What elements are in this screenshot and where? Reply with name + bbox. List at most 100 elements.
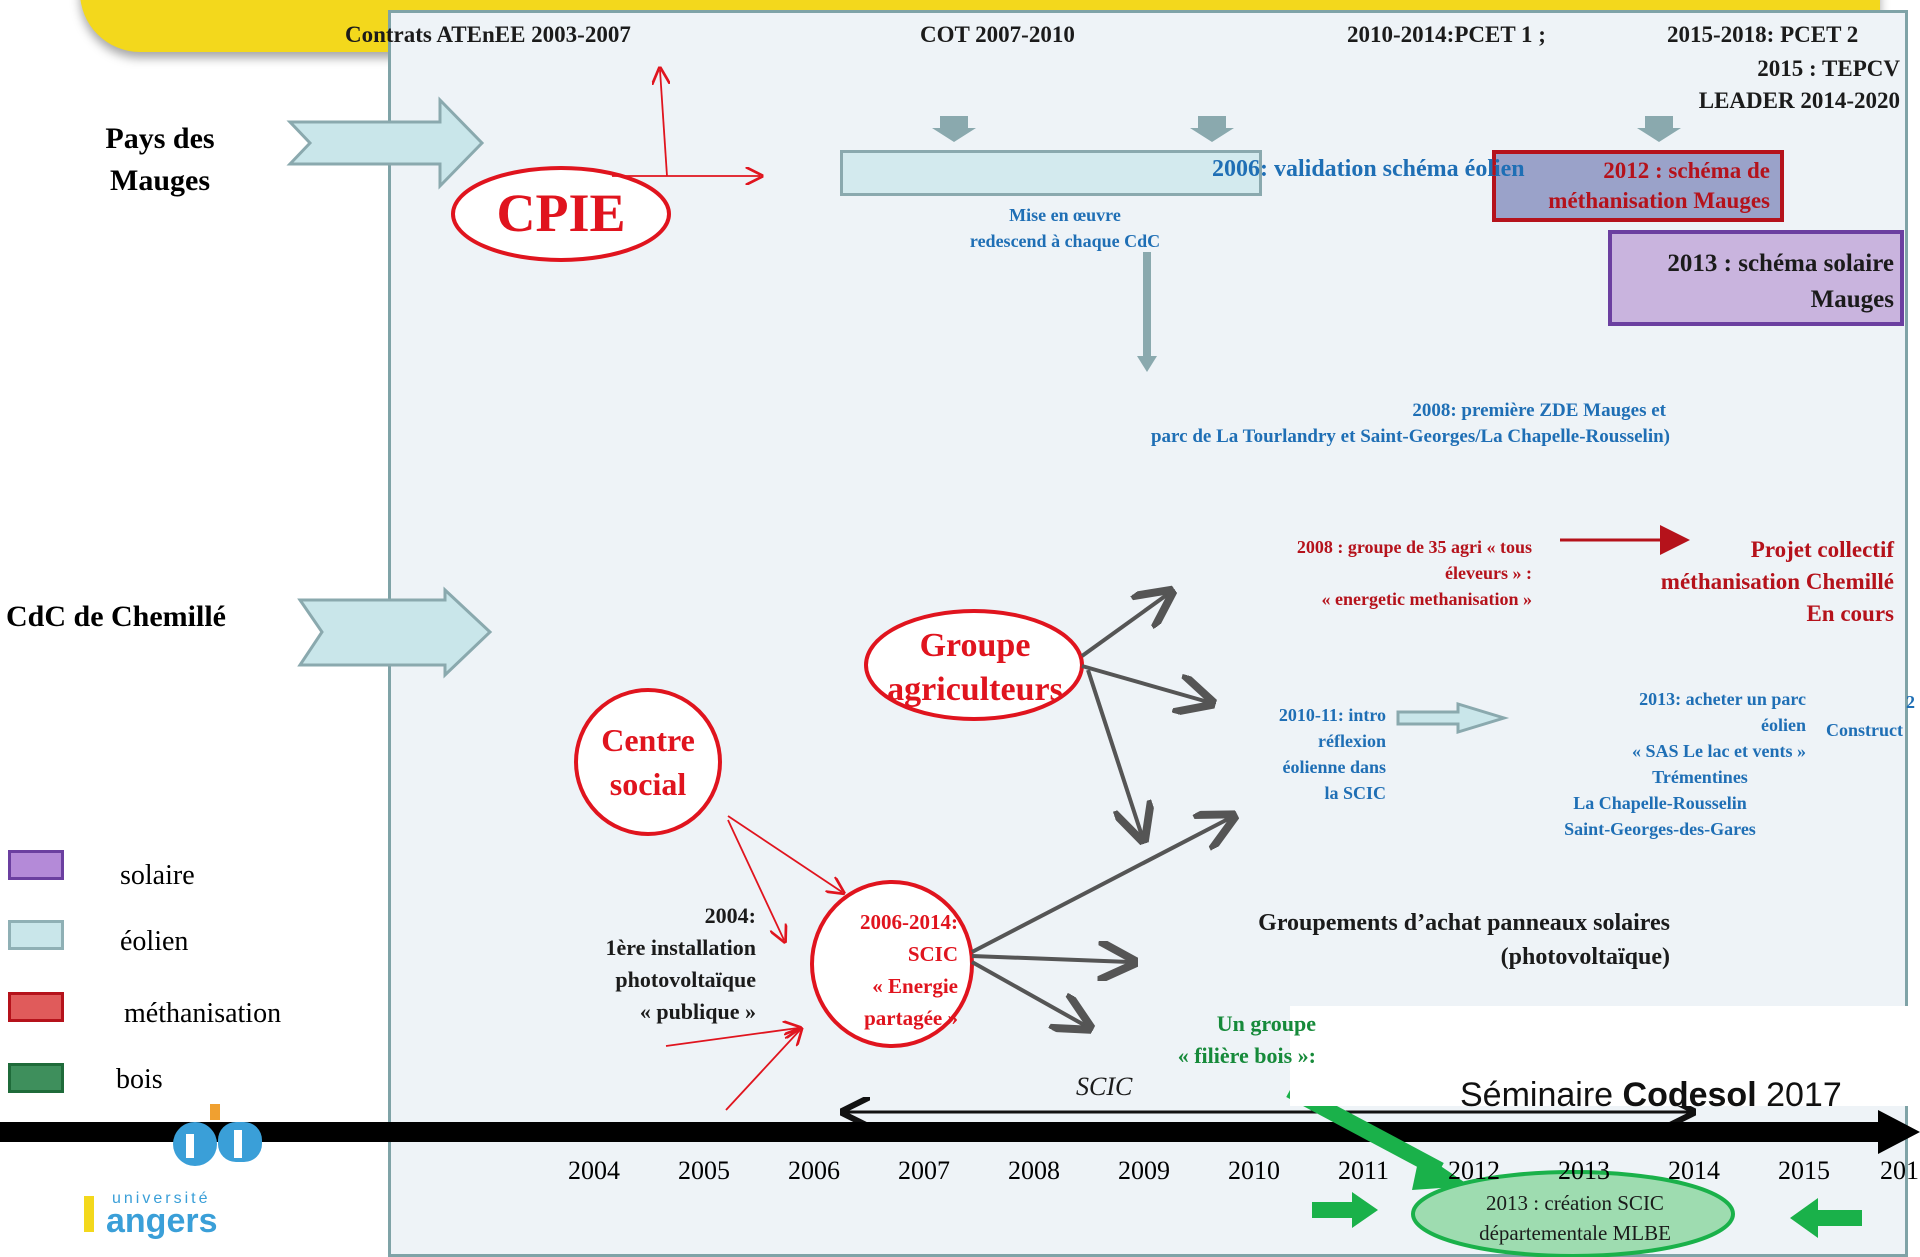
zde-line-1: 2008: première ZDE Mauges et	[1412, 400, 1666, 421]
seminaire-title: Séminaire Codesol 2017	[1460, 1076, 1842, 1115]
mise-line-2: redescend à chaque CdC	[969, 231, 1161, 251]
header-cot: COT 2007-2010	[920, 22, 1075, 47]
scic-span-label: SCIC	[1076, 1072, 1133, 1101]
centre-ellipse	[574, 688, 722, 836]
scic-label: 2006-2014: SCIC « Energie partagée »	[818, 906, 958, 1034]
year-2010: 2010	[1228, 1156, 1280, 1185]
logo-line-1: université	[112, 1190, 211, 1207]
header-leader: LEADER 2014-2020	[1698, 88, 1900, 113]
validation-box	[840, 150, 1262, 196]
mlbe-text: 2013 : création SCIC départementale MLBE	[1470, 1188, 1680, 1248]
year-2014: 2014	[1668, 1156, 1720, 1185]
install-line-1: 2004:	[704, 903, 756, 928]
legend-label-eolien: éolien	[120, 926, 189, 957]
parc-line-6: Saint-Georges-des-Gares	[1564, 819, 1756, 839]
achat-line-1: Groupements d’achat panneaux solaires	[1258, 910, 1670, 936]
install-line-3: photovoltaïque	[615, 967, 756, 992]
parc-2013-text: 2013: acheter un parc éolien « SAS Le la…	[1530, 686, 1806, 764]
year-2008: 2008	[1008, 1156, 1060, 1185]
cpie-label: CPIE	[496, 183, 626, 243]
header-atenee: Contrats ATEnEE 2003-2007	[345, 22, 631, 47]
achat-solaire-text: Groupements d’achat panneaux solaires (p…	[1130, 906, 1670, 974]
intro-line-4: la SCIC	[1324, 783, 1386, 803]
projet-line-1: Projet collectif	[1750, 537, 1894, 562]
intro-line-3: éolienne dans	[1282, 757, 1386, 777]
cdc-block-arrow	[297, 586, 493, 679]
parc-line-3: « SAS Le lac et vents »	[1632, 741, 1806, 761]
header-pcet1: 2010-2014:PCET 1 ;	[1347, 22, 1546, 47]
metha-line-2: méthanisation Mauges	[1548, 188, 1770, 213]
timeline-bar	[0, 1122, 1880, 1142]
projet-line-2: méthanisation Chemillé	[1660, 569, 1894, 594]
year-2007: 2007	[898, 1156, 950, 1185]
projet-collectif-text: Projet collectif méthanisation Chemillé …	[1580, 534, 1894, 630]
header-pcet2: 2015-2018: PCET 2	[1667, 22, 1859, 47]
solaire-2013-box	[1608, 230, 1904, 326]
university-logo-mark	[173, 1104, 262, 1166]
legend-swatch-solaire	[8, 850, 64, 880]
agri-line-3: « energetic methanisation »	[1321, 589, 1532, 609]
seminaire-year: 2017	[1756, 1076, 1842, 1114]
agri-line-1: 2008 : groupe de 35 agri « tous	[1296, 537, 1532, 557]
year-2006: 2006	[788, 1156, 840, 1185]
groupe-ellipse	[864, 609, 1084, 721]
mlbe-ellipse	[1411, 1170, 1735, 1257]
down-arrow-1	[932, 116, 976, 142]
legend-swatch-eolien	[8, 920, 64, 950]
parc-line-1: 2013: acheter un parc	[1639, 689, 1806, 709]
metha-2012-box	[1492, 150, 1784, 222]
parc-line-2: éolien	[1761, 715, 1806, 735]
seminaire-codesol: Codesol	[1622, 1076, 1757, 1114]
logo-yellow-bar	[84, 1196, 94, 1232]
mlbe-line-1: 2013 : création SCIC	[1486, 1191, 1664, 1215]
install-line-2: 1ère installation	[605, 935, 756, 960]
year-201x: 201	[1880, 1156, 1919, 1185]
year-2012: 2012	[1448, 1156, 1500, 1185]
year-2015: 2015	[1778, 1156, 1830, 1185]
scic-line-3: « Energie	[872, 974, 958, 998]
bois-line-2: « filière bois »:	[1177, 1043, 1316, 1068]
hollow-arrow-parc	[1396, 701, 1510, 735]
year-2004: 2004	[568, 1156, 620, 1185]
seminaire-bg	[1290, 1006, 1910, 1106]
construct-num: 2	[1906, 692, 1915, 712]
mise-en-oeuvre: Mise en œuvre redescend à chaque CdC	[930, 202, 1200, 254]
projet-line-3: En cours	[1806, 601, 1894, 626]
centre-label: Centre social	[601, 722, 695, 802]
year-2011: 2011	[1338, 1156, 1390, 1185]
intro-2010-text: 2010-11: intro réflexion éolienne dans l…	[1212, 702, 1386, 806]
pays-block-arrow	[286, 96, 485, 190]
achat-line-2: (photovoltaïque)	[1500, 944, 1670, 970]
green-arrow-right	[1790, 1198, 1862, 1238]
label-pays-des-mauges: Pays des Mauges	[105, 122, 215, 197]
solaire-line-1: 2013 : schéma solaire	[1667, 250, 1894, 277]
install-line-4: « publique »	[639, 999, 756, 1024]
construct-text: Construct	[1826, 720, 1903, 740]
green-arrow-left	[1312, 1192, 1378, 1228]
mise-line-1: Mise en œuvre	[1009, 205, 1121, 225]
legend-label-bois: bois	[116, 1064, 163, 1095]
intro-line-2: réflexion	[1318, 731, 1386, 751]
scic-line-4: partagée »	[864, 1006, 958, 1030]
agri-line-2: éleveurs » :	[1445, 563, 1532, 583]
zde-line-2: parc de La Tourlandry et Saint-Georges/L…	[1150, 426, 1670, 447]
legend-label-solaire: solaire	[120, 860, 195, 891]
legend-swatch-methanisation	[8, 992, 64, 1022]
metha-2012-text: 2012 : schéma de méthanisation Mauges	[1494, 156, 1770, 216]
cpie-ellipse	[451, 166, 671, 262]
label-cdc-chemille: CdC de Chemillé	[6, 600, 226, 633]
down-arrow-2	[1190, 116, 1234, 142]
scic-line-2: SCIC	[907, 942, 958, 966]
intro-line-1: 2010-11: intro	[1278, 705, 1386, 725]
groupe-label: Groupe agriculteurs	[887, 627, 1063, 708]
install-2004-text: 2004: 1ère installation photovoltaïque «…	[544, 900, 756, 1028]
solaire-2013-text: 2013 : schéma solaire Mauges	[1614, 246, 1894, 318]
seminaire-prefix: Séminaire	[1460, 1076, 1623, 1114]
agri-2008-text: 2008 : groupe de 35 agri « tous éleveurs…	[1180, 534, 1532, 612]
zde-text: 2008: première ZDE Mauges et parc de La …	[1050, 398, 1670, 450]
parc-communes: Trémentines La Chapelle-Rousselin Saint-…	[1530, 764, 1790, 842]
mlbe-line-2: départementale MLBE	[1479, 1221, 1671, 1245]
year-2013: 2013	[1558, 1156, 1610, 1185]
bois-line-1: Un groupe	[1216, 1011, 1316, 1036]
